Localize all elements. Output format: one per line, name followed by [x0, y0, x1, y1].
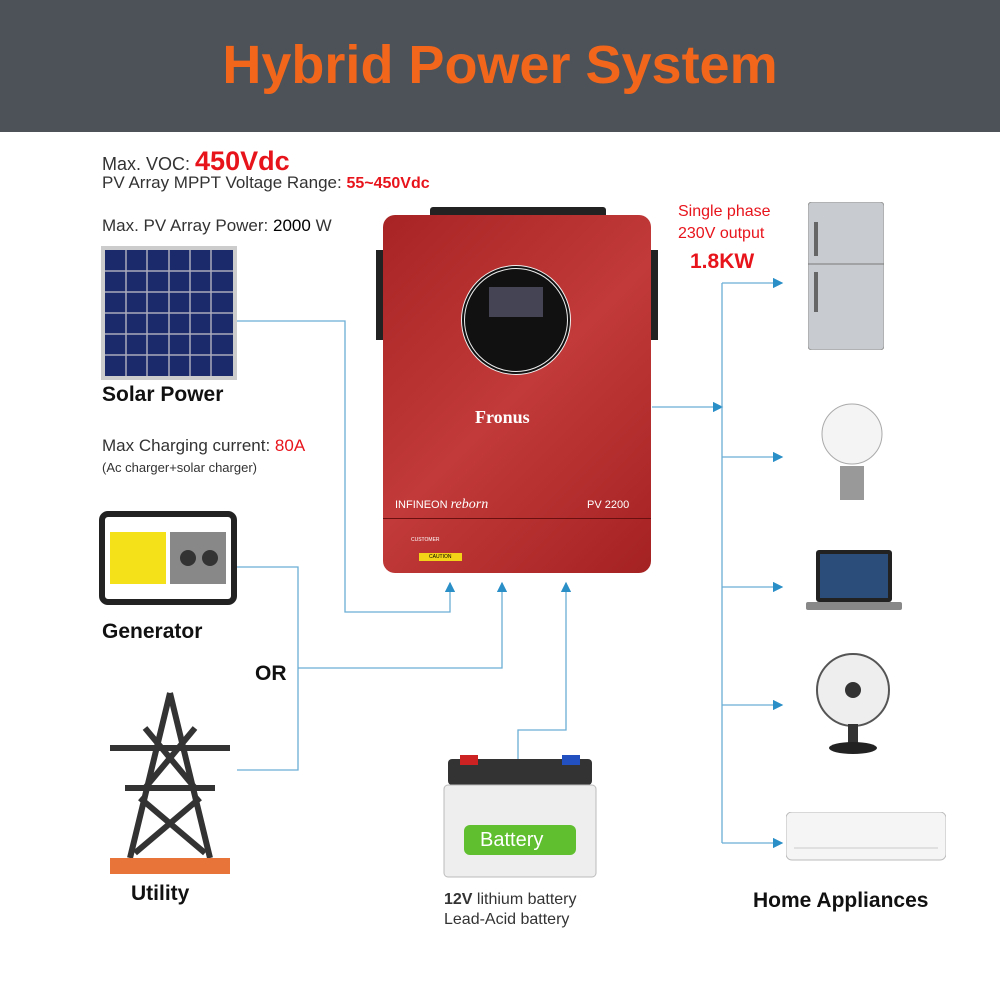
panel-divider — [383, 518, 651, 519]
series-script: reborn — [450, 497, 489, 512]
mppt-label: PV Array MPPT Voltage Range: — [102, 173, 342, 192]
battery-type-2: Lead-Acid battery — [444, 911, 570, 928]
page-title: Hybrid Power System — [222, 35, 778, 95]
battery-line1: lithium battery — [472, 891, 577, 908]
series-label: INFINEON reborn — [395, 497, 488, 513]
pv-power-label: Max. PV Array Power: — [102, 216, 269, 235]
output-line2: 230V output — [678, 225, 765, 242]
charge-current: Max Charging current: 80A — [102, 436, 305, 456]
voc-label: Max. VOC: — [102, 154, 191, 174]
output-line1: Single phase — [678, 203, 771, 220]
charge-value: 80A — [274, 436, 306, 455]
mppt-range: PV Array MPPT Voltage Range: 55~450Vdc — [102, 173, 430, 193]
battery-label: Battery — [480, 829, 544, 851]
appliances-label: Home Appliances — [753, 889, 929, 912]
charge-label: Max Charging current: — [102, 436, 271, 455]
pv-power: Max. PV Array Power: 2000 W — [102, 216, 332, 236]
generator-label: Generator — [102, 620, 203, 643]
utility-tower-icon — [110, 692, 230, 874]
voc-value: 450Vdc — [195, 146, 290, 176]
model-label: PV 2200 — [587, 499, 630, 511]
battery-line — [517, 581, 572, 760]
lcd-screen — [489, 287, 543, 317]
solar-label: Solar Power — [102, 383, 224, 406]
fan-icon — [816, 653, 890, 754]
generator-icon — [99, 511, 237, 605]
pv-power-unit: W — [315, 216, 332, 235]
or-label: OR — [255, 662, 287, 685]
series-name: INFINEON — [395, 499, 448, 511]
refrigerator-icon — [808, 202, 884, 350]
inverter-display — [461, 265, 571, 375]
max-voc: Max. VOC: 450Vdc — [102, 146, 290, 177]
customer-badge: CUSTOMER — [411, 537, 440, 543]
battery-voltage: 12V — [444, 891, 473, 908]
header-banner — [0, 0, 1000, 132]
laptop-icon — [806, 550, 902, 610]
solar-line — [237, 320, 456, 613]
air-conditioner-icon — [786, 812, 946, 861]
grid-line — [237, 566, 502, 771]
pv-power-value: 2000 — [273, 216, 311, 235]
battery-icon — [443, 755, 597, 878]
inverter: Fronus INFINEON reborn PV 2200 CUSTOMER … — [383, 215, 651, 573]
solar-panel-icon — [101, 246, 237, 380]
caution-label: CAUTION — [419, 553, 462, 561]
mppt-value: 55~450Vdc — [346, 175, 430, 192]
charge-note: (Ac charger+solar charger) — [102, 460, 257, 475]
brand-logo: Fronus — [475, 407, 530, 427]
light-bulb-icon — [821, 403, 883, 500]
utility-label: Utility — [131, 882, 190, 905]
battery-type-1: 12V lithium battery — [444, 891, 577, 909]
output-power: 1.8KW — [690, 250, 755, 273]
